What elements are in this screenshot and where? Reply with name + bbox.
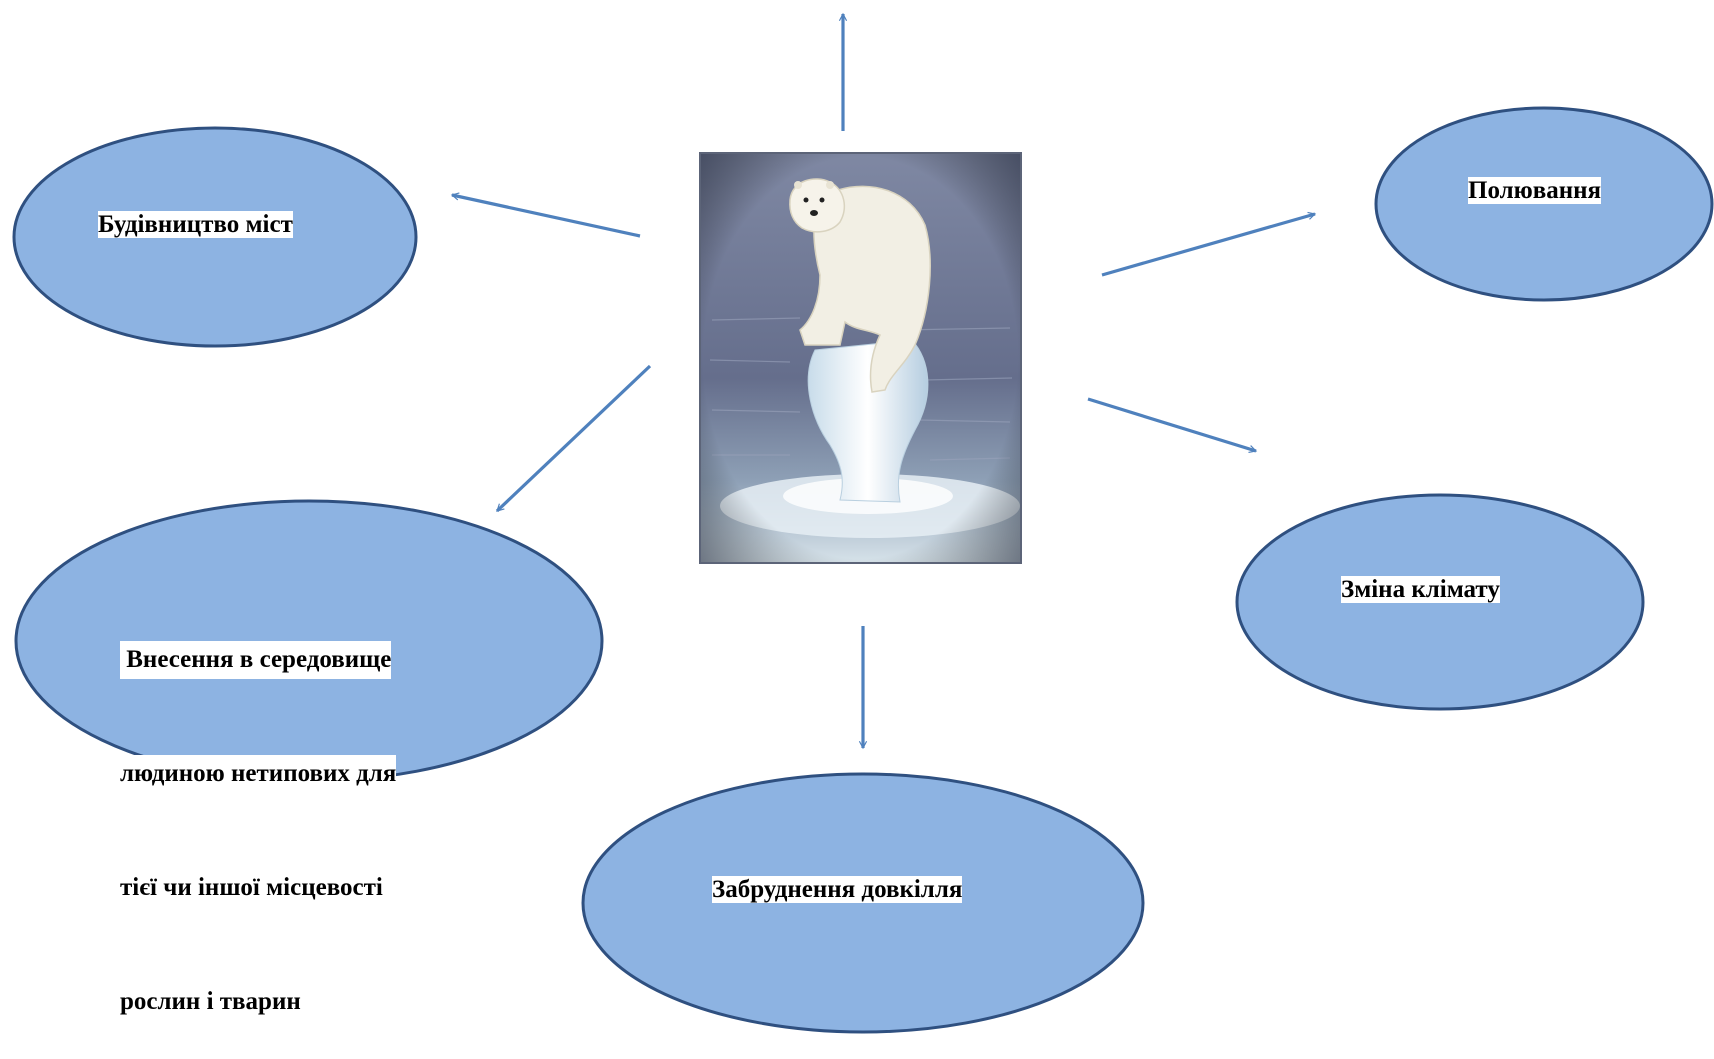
node-middle-right-text: Зміна клімату: [1341, 576, 1500, 603]
node-middle-left-line-1: Внесення в середовище: [120, 641, 392, 679]
node-bottom-text: Забруднення довкілля: [712, 876, 963, 903]
arrow-middle-left: [495, 364, 652, 513]
node-top-right-text: Полювання: [1468, 177, 1602, 204]
node-top-right-label: Полювання: [1468, 172, 1602, 210]
node-middle-right-label: Зміна клімату: [1341, 571, 1500, 609]
node-middle-left-line-4: рослин і тварин: [120, 983, 301, 1021]
arrow-top-right: [1101, 211, 1317, 277]
node-middle-left-line-3: тієї чи іншої місцевості: [120, 869, 383, 907]
node-bottom-label: Забруднення довкілля: [712, 871, 963, 909]
arrow-top-left: [450, 192, 641, 238]
node-top-right-ellipse: [1374, 106, 1714, 302]
node-middle-left-line-2: людиною нетипових для: [120, 755, 397, 793]
node-middle-left-label: Внесення в середовище людиною нетипових …: [120, 565, 397, 1059]
polar-bear-photo: [699, 152, 1022, 564]
node-top-left-text: Будівництво міст: [98, 211, 293, 238]
node-bottom-ellipse: [581, 772, 1145, 1034]
arrows: [450, 12, 1317, 750]
arrow-middle-right: [1087, 397, 1258, 454]
node-top-left-label: Будівництво міст: [98, 206, 293, 244]
